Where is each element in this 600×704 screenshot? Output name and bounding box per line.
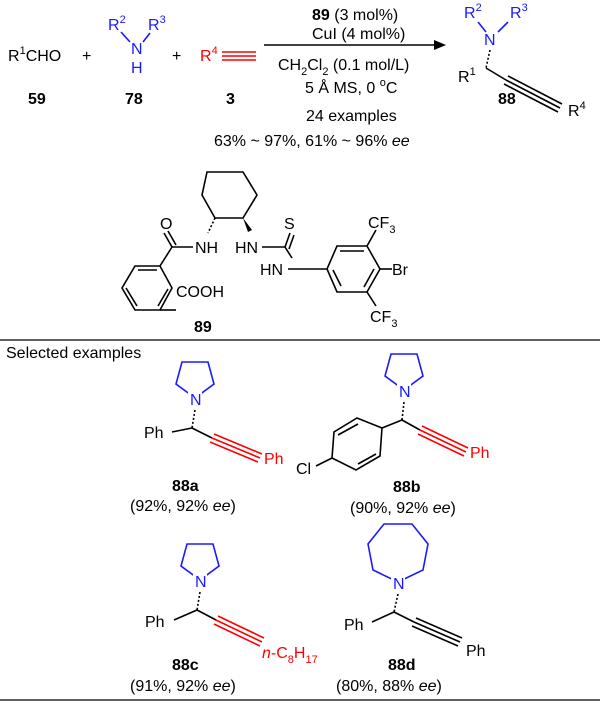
svg-text:Cl: Cl <box>296 461 311 478</box>
svg-text:Ph: Ph <box>264 451 284 468</box>
svg-text:HN: HN <box>260 262 283 279</box>
svg-text:3: 3 <box>226 91 235 108</box>
svg-text:88b: 88b <box>393 479 421 496</box>
svg-text:Ph: Ph <box>144 425 164 442</box>
svg-text:88d: 88d <box>388 657 416 674</box>
amine-78: R2 R3 N H 78 <box>108 14 166 108</box>
svg-text:H: H <box>131 60 143 77</box>
svg-text:N: N <box>190 392 202 409</box>
svg-text:R3: R3 <box>510 2 528 22</box>
svg-text:(92%, 92% ee): (92%, 92% ee) <box>130 498 236 515</box>
svg-text:N: N <box>393 576 405 593</box>
svg-text:88c: 88c <box>172 657 199 674</box>
svg-text:Ph: Ph <box>466 643 486 660</box>
example-88d: N Ph Ph 88d (80%, 88% ee) <box>336 523 486 695</box>
reaction-arrow <box>264 40 446 50</box>
svg-text:R4: R4 <box>568 100 586 120</box>
svg-text:(90%, 92% ee): (90%, 92% ee) <box>350 500 456 517</box>
svg-text:N: N <box>131 41 143 58</box>
svg-text:CF3: CF3 <box>370 309 397 330</box>
svg-text:CF3: CF3 <box>368 215 395 236</box>
svg-text:COOH: COOH <box>176 284 224 301</box>
svg-text:Ph: Ph <box>344 617 364 634</box>
alkyne-3: R4 3 <box>200 45 256 108</box>
example-88a: N Ph Ph 88a (92%, 92% ee) <box>130 361 284 515</box>
svg-text:R4: R4 <box>200 45 218 65</box>
svg-text:CH2Cl2 (0.1 mol/L): CH2Cl2 (0.1 mol/L) <box>278 57 409 78</box>
svg-text:R2: R2 <box>464 2 482 22</box>
svg-text:R1CHO: R1CHO <box>8 45 61 65</box>
svg-text:89 (3 mol%): 89 (3 mol%) <box>312 7 398 24</box>
svg-text:HN: HN <box>235 240 258 257</box>
product-88: R2 R3 N R1 R4 88 <box>458 2 586 120</box>
svg-text:NH: NH <box>195 240 218 257</box>
svg-text:24 examples: 24 examples <box>306 108 397 125</box>
svg-text:5 Å MS, 0 oC: 5 Å MS, 0 oC <box>305 77 397 97</box>
svg-text:N: N <box>484 32 496 49</box>
svg-text:89: 89 <box>194 319 212 336</box>
svg-text:N: N <box>399 384 411 401</box>
svg-text:(91%, 92% ee): (91%, 92% ee) <box>130 678 236 695</box>
plus-sign: + <box>172 48 181 65</box>
svg-text:O: O <box>160 216 172 233</box>
svg-text:59: 59 <box>28 91 46 108</box>
example-88c: N Ph n-C8H17 88c (91%, 92% ee) <box>130 543 318 695</box>
svg-text:63% ~ 97%, 61% ~ 96% ee: 63% ~ 97%, 61% ~ 96% ee <box>214 133 410 150</box>
section-title: Selected examples <box>6 345 141 362</box>
svg-text:R3: R3 <box>148 14 166 34</box>
svg-text:n-C8H17: n-C8H17 <box>262 645 318 666</box>
svg-text:R1: R1 <box>458 66 476 86</box>
svg-text:Br: Br <box>392 262 409 279</box>
catalyst-89: NH HN O COOH S HN CF3 Br CF3 89 <box>121 171 409 336</box>
example-88b: N Cl Ph 88b (90%, 92% ee) <box>296 353 490 517</box>
svg-text:78: 78 <box>125 91 143 108</box>
svg-text:88: 88 <box>498 91 516 108</box>
plus-sign: + <box>82 48 91 65</box>
svg-text:Ph: Ph <box>470 445 490 462</box>
svg-text:Ph: Ph <box>145 614 165 631</box>
svg-text:S: S <box>284 216 295 233</box>
svg-text:CuI (4 mol%): CuI (4 mol%) <box>312 26 405 43</box>
svg-text:88a: 88a <box>172 478 199 495</box>
svg-text:N: N <box>195 574 207 591</box>
svg-text:R2: R2 <box>108 14 126 34</box>
reaction-conditions: 89 (3 mol%) CuI (4 mol%) CH2Cl2 (0.1 mol… <box>214 7 410 150</box>
aldehyde-59: R1CHO 59 <box>8 45 61 108</box>
svg-text:(80%, 88% ee): (80%, 88% ee) <box>336 678 442 695</box>
